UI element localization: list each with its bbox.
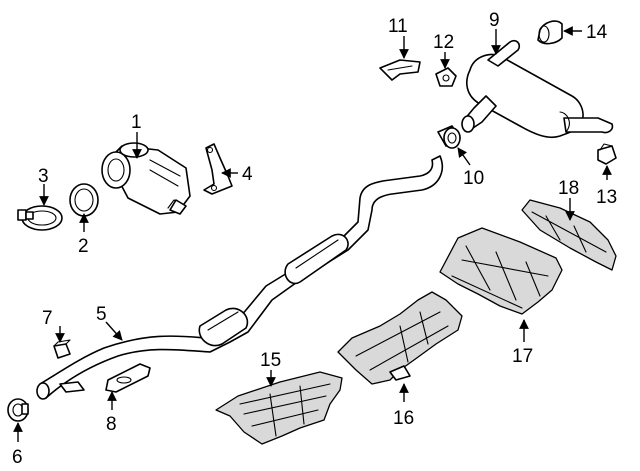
nut: [53, 339, 71, 359]
callout-4: 4: [242, 164, 253, 185]
rear-muffler: [461, 39, 614, 139]
heat-shield-rear: [439, 227, 563, 315]
callout-13: 13: [596, 187, 617, 208]
hanger-bracket: [105, 363, 151, 393]
callout-10: 10: [463, 168, 484, 189]
callout-15: 15: [260, 350, 281, 371]
heat-shield-muffler: [521, 199, 617, 271]
clamp: [17, 205, 63, 231]
callout-3: 3: [38, 166, 49, 187]
callout-1: 1: [131, 112, 142, 133]
callout-6: 6: [12, 447, 23, 468]
leader-lines: [13, 26, 612, 442]
heat-shield-center: [337, 291, 463, 385]
shield-bracket: [379, 59, 421, 81]
callout-8: 8: [106, 414, 117, 435]
callout-12: 12: [433, 32, 454, 53]
callout-9: 9: [489, 10, 500, 31]
coupling-sleeve: [437, 125, 461, 149]
callout-2: 2: [78, 236, 89, 257]
callout-7: 7: [42, 308, 53, 329]
exhaust-pipe-assembly: [36, 155, 444, 400]
clamp-ring: [7, 398, 29, 422]
rubber-hanger: [435, 67, 457, 87]
heat-shield-front: [215, 371, 343, 445]
callout-16: 16: [393, 408, 414, 429]
callout-11: 11: [388, 16, 408, 37]
clip: [597, 143, 617, 165]
exhaust-tip: [537, 20, 563, 45]
callout-labels: 1 2 3 4 5 6 7 8 9 10 11 12 13 14 15 16 1…: [12, 10, 617, 468]
callout-17: 17: [512, 346, 533, 367]
gasket: [69, 183, 99, 217]
callout-18: 18: [558, 178, 579, 199]
bracket: [203, 143, 233, 195]
catalytic-converter: [101, 142, 191, 215]
callout-5: 5: [96, 304, 107, 325]
callout-14: 14: [586, 22, 608, 43]
